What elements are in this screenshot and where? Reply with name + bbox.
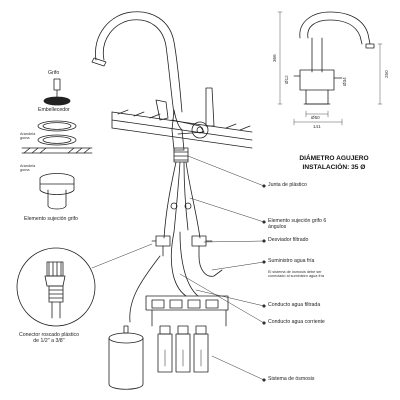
label-conector: Conector roscado plástico de 1/2'' a 3/8… (19, 332, 79, 345)
label-conector-line2: de 1/2'' a 3/8'' (33, 337, 65, 344)
callout-elemento6: Elemento sujeción grifo 6 ángulos (268, 218, 327, 231)
callout-note: El sistema de ósmosis debe ser conectado… (268, 270, 324, 279)
label-embellecedor: Embellecedor (38, 107, 70, 113)
dim-base-diameter: Ø50 (311, 115, 320, 120)
angle-valves (151, 235, 223, 277)
osmosis-system (145, 295, 229, 373)
threaded-shank (173, 147, 189, 163)
label-elemento-sujecion: Elemento sujeción grifo (24, 216, 78, 222)
dim-height-spout: 250 (384, 70, 389, 78)
dim-d-right: Ø34 (342, 77, 347, 86)
callout-elemento6-line1: Elemento sujeción grifo 6 (268, 218, 327, 224)
install-title-line1: DIÁMETRO AGUJERO (299, 155, 369, 162)
label-arandela-2-line1: Arandela (20, 164, 36, 168)
dim-height-total: 366 (272, 54, 277, 62)
callout-suministro: Suministro agua fría (268, 258, 315, 264)
dim-base-width: 141 (313, 124, 321, 129)
dimension-drawing (293, 11, 375, 105)
dim-d-left: Ø12 (284, 75, 289, 84)
install-title-line2: INSTALACIÓN: 35 Ø (302, 163, 366, 171)
label-arandela-2-line2: goma (20, 168, 30, 173)
storage-tank (108, 325, 144, 390)
leader-lines (91, 155, 266, 382)
callout-note-line1: El sistema de ósmosis debe ser (268, 270, 322, 274)
supply-hoses (163, 161, 201, 239)
connector-detail (16, 247, 96, 327)
dimension-lines (277, 11, 383, 126)
label-arandela-1-line2: goma (20, 136, 30, 141)
callout-junta: Junta de plástico (268, 182, 307, 188)
sink-countertop (111, 109, 253, 149)
osmosis-tubes (129, 231, 199, 323)
callout-elemento6-line2: ángulos (268, 223, 287, 230)
callout-corriente: Conducto agua corriente (268, 319, 325, 325)
label-grifo: Grifo (48, 70, 60, 76)
faucet-drawing (91, 11, 215, 151)
exploded-parts (21, 78, 93, 210)
callout-osmosis: Sistema de ósmosis (268, 376, 315, 382)
callout-filtrada: Conducto agua filtrada (268, 302, 321, 308)
install-title: DIÁMETRO AGUJERO INSTALACIÓN: 35 Ø (282, 155, 386, 173)
callout-note-line2: conectado al suministro agua fría (268, 274, 324, 279)
callout-desviador: Desviador filtrado (268, 237, 309, 243)
label-conector-line1: Conector roscado plástico (19, 332, 79, 338)
label-arandela-1: Arandela goma (20, 132, 35, 141)
label-arandela-2: Arandela goma (20, 164, 35, 173)
label-arandela-1-line1: Arandela (20, 132, 36, 136)
